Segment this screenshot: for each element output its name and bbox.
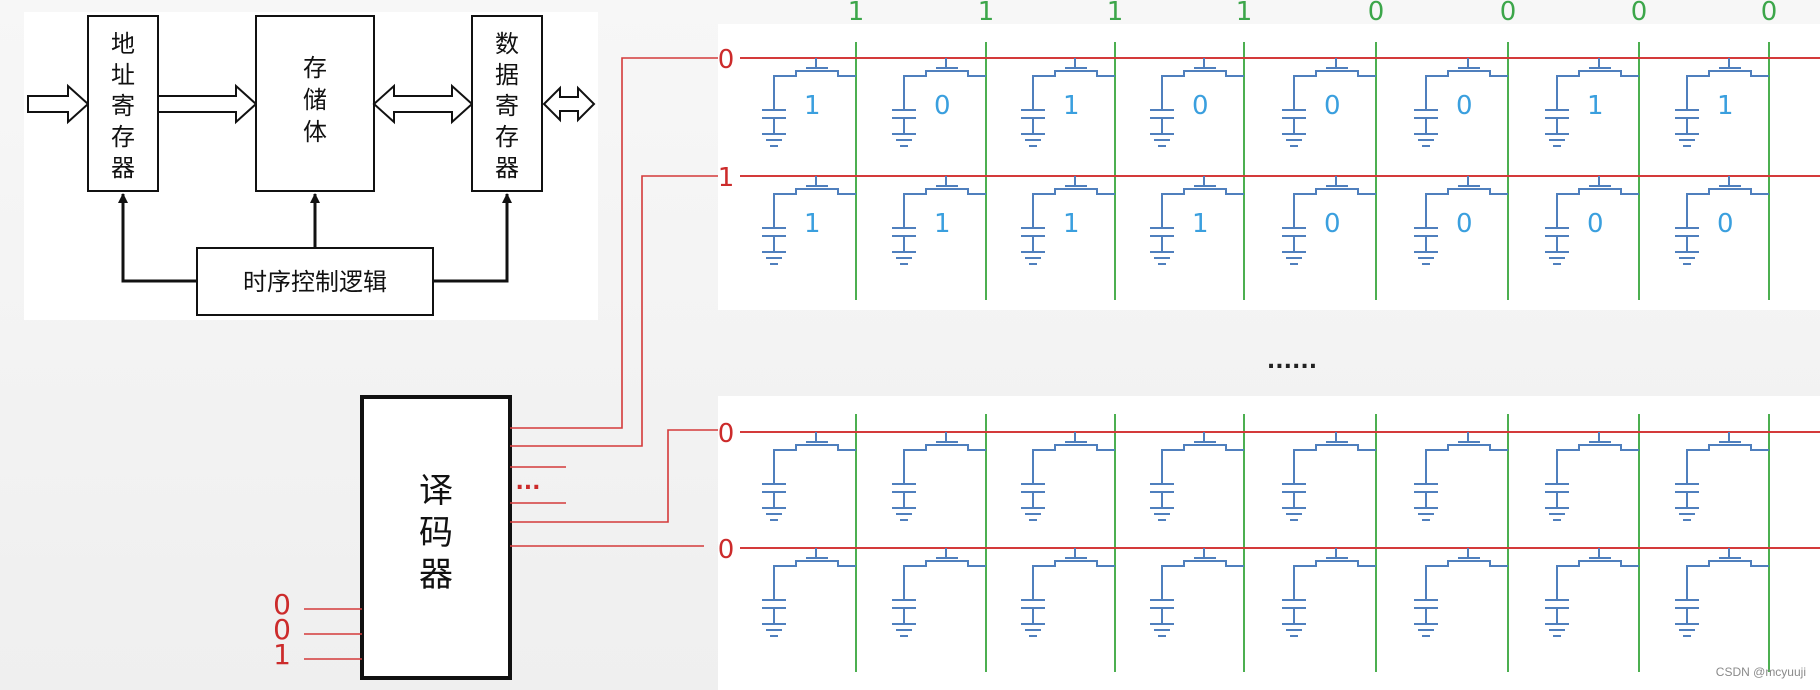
memory-cell: 1: [892, 176, 986, 265]
cell-value: 1: [1587, 91, 1604, 121]
gap-ellipsis: ......: [1267, 349, 1317, 374]
cell-value: 0: [1324, 91, 1341, 121]
cell-value: 1: [804, 91, 821, 121]
data-register-label: 数据寄存器: [495, 30, 519, 182]
cell-value: 1: [804, 209, 821, 239]
memory-cell: 0: [1545, 176, 1639, 265]
bit-line-value: 1: [1236, 0, 1253, 27]
memory-cell: 1: [1021, 176, 1115, 265]
cell-value: 0: [1324, 209, 1341, 239]
memory-cell: 0: [1414, 58, 1508, 147]
storage-box: [255, 15, 375, 192]
memory-cell: 0: [1282, 176, 1376, 265]
decoder-output-wire: [510, 175, 718, 447]
data-register-box: [471, 15, 543, 192]
memory-cell: 1: [1545, 58, 1639, 147]
bit-line-value: 0: [1500, 0, 1517, 27]
decoder-label: 译码器: [419, 471, 453, 595]
memory-cell: [1021, 432, 1115, 521]
decoder-output-ellipsis: ...: [515, 470, 540, 495]
storage-label: 存储体: [303, 54, 327, 146]
memory-cell: [1021, 548, 1115, 637]
address-input-arrow: [27, 83, 90, 125]
bit-line-value: 0: [1761, 0, 1778, 27]
bit-line-value: 0: [1631, 0, 1648, 27]
memory-cell: [1414, 548, 1508, 637]
address-register-label: 地址寄存器: [111, 30, 135, 182]
memory-cell: 0: [892, 58, 986, 147]
memory-cell: [892, 432, 986, 521]
decoder-input-value: 1: [273, 638, 291, 671]
cell-value: 0: [1192, 91, 1209, 121]
cell-value: 1: [934, 209, 951, 239]
decoder-input-value: 0: [273, 588, 291, 621]
cell-value: 0: [1717, 209, 1734, 239]
bit-line-value: 1: [848, 0, 865, 27]
memory-cell: 0: [1282, 58, 1376, 147]
address-register-box: [87, 15, 159, 192]
memory-cell: [1545, 548, 1639, 637]
cell-value: 0: [1456, 91, 1473, 121]
timing-logic-label: 时序控制逻辑: [243, 268, 387, 296]
array-panel-top: [718, 24, 1820, 310]
memory-cell: 1: [762, 58, 856, 147]
memory-cell: 0: [1414, 176, 1508, 265]
cell-value: 1: [1063, 91, 1080, 121]
memory-cell: [1282, 432, 1376, 521]
data-output-double-arrow: [542, 85, 596, 123]
cell-value: 1: [1192, 209, 1209, 239]
cell-value: 1: [1717, 91, 1734, 121]
memory-cell: 0: [1150, 58, 1244, 147]
memory-cell: [1545, 432, 1639, 521]
memory-cell: 1: [762, 176, 856, 265]
decoder-group: 译码器 001 ...: [273, 57, 718, 680]
memory-cell: [1675, 432, 1769, 521]
bit-line-value: 1: [1107, 0, 1124, 27]
memory-array: 0 1 0 0 1 0 1 0 0 0 1 1 1 1 1 1 0 0 0 0 1 1 1 1 0 0 0 0 ......: [718, 0, 1820, 690]
decoder-input-value: 0: [273, 613, 291, 646]
word-line-value: 0: [718, 419, 735, 449]
cell-value: 0: [1587, 209, 1604, 239]
timing-to-address-arrow: [118, 193, 197, 283]
memory-cell: 1: [1021, 58, 1115, 147]
memory-cell: [1150, 548, 1244, 637]
timing-to-data-arrow: [433, 193, 512, 283]
memory-cell: [1414, 432, 1508, 521]
block-diagram: 地址寄存器 存储体 数据寄存器 时序控制逻辑: [24, 12, 598, 320]
word-line-value: 0: [718, 45, 735, 75]
memory-cell: [1282, 548, 1376, 637]
memory-cell: [1675, 548, 1769, 637]
decoder-output-wire: [510, 57, 718, 429]
cell-value: 0: [934, 91, 951, 121]
memory-cell: 0: [1675, 176, 1769, 265]
memory-cell: [762, 548, 856, 637]
decoder-output-wire: [510, 429, 718, 523]
watermark: CSDN @mcyuuji: [1716, 665, 1806, 679]
cell-value: 0: [1456, 209, 1473, 239]
array-panel-bottom: [718, 396, 1820, 690]
bit-line-value: 1: [978, 0, 995, 27]
cell-value: 1: [1063, 209, 1080, 239]
memory-cell: 1: [1675, 58, 1769, 147]
addr-to-storage-arrow: [157, 83, 258, 125]
memory-cell: [892, 548, 986, 637]
memory-cell: [1150, 432, 1244, 521]
word-line-value: 1: [718, 163, 735, 193]
decoder-box: [360, 395, 512, 680]
word-line-value: 0: [718, 535, 735, 565]
memory-cell: 1: [1150, 176, 1244, 265]
memory-cell: [762, 432, 856, 521]
bit-line-value: 0: [1368, 0, 1385, 27]
